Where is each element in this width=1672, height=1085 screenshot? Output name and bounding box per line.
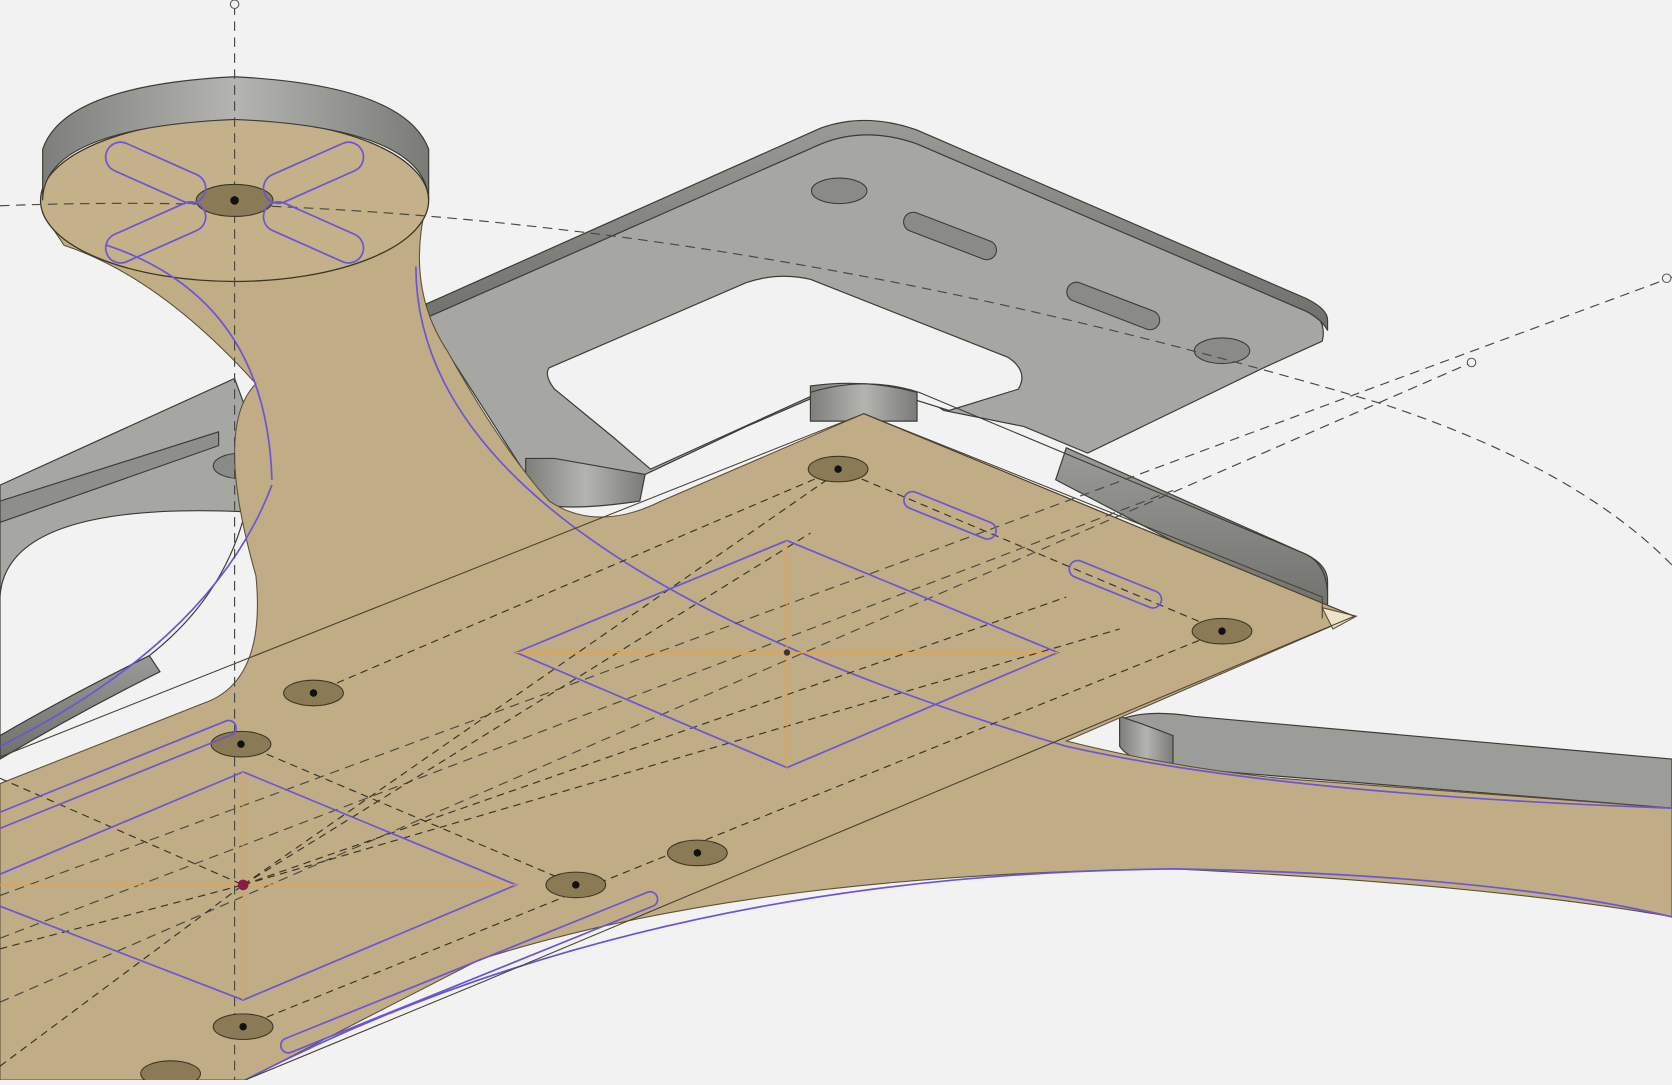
slot-tl[interactable] — [101, 137, 211, 208]
gray-hole-2[interactable] — [1193, 337, 1251, 365]
gray-slot-2[interactable] — [1064, 279, 1162, 332]
slot-tr[interactable] — [259, 137, 369, 208]
motor-mount-slots[interactable] — [0, 137, 1164, 1055]
hole-8[interactable] — [140, 1060, 201, 1085]
slot-br[interactable] — [259, 197, 369, 268]
sketch-origin-point[interactable] — [237, 879, 249, 891]
gray-bracket-body[interactable] — [0, 119, 1672, 809]
slot-plate-1[interactable] — [901, 489, 998, 542]
gray-slot-1[interactable] — [901, 209, 999, 262]
sketch-rectangles[interactable] — [0, 539, 1061, 1001]
slot-bl[interactable] — [101, 197, 211, 268]
tan-plate-body[interactable] — [0, 76, 1672, 1081]
slot-long-bottom[interactable] — [279, 890, 660, 1056]
slot-long-left[interactable] — [0, 718, 238, 832]
gray-hole-1[interactable] — [810, 177, 868, 205]
disc-wall — [42, 76, 430, 201]
slot-plate-2[interactable] — [1067, 558, 1164, 611]
